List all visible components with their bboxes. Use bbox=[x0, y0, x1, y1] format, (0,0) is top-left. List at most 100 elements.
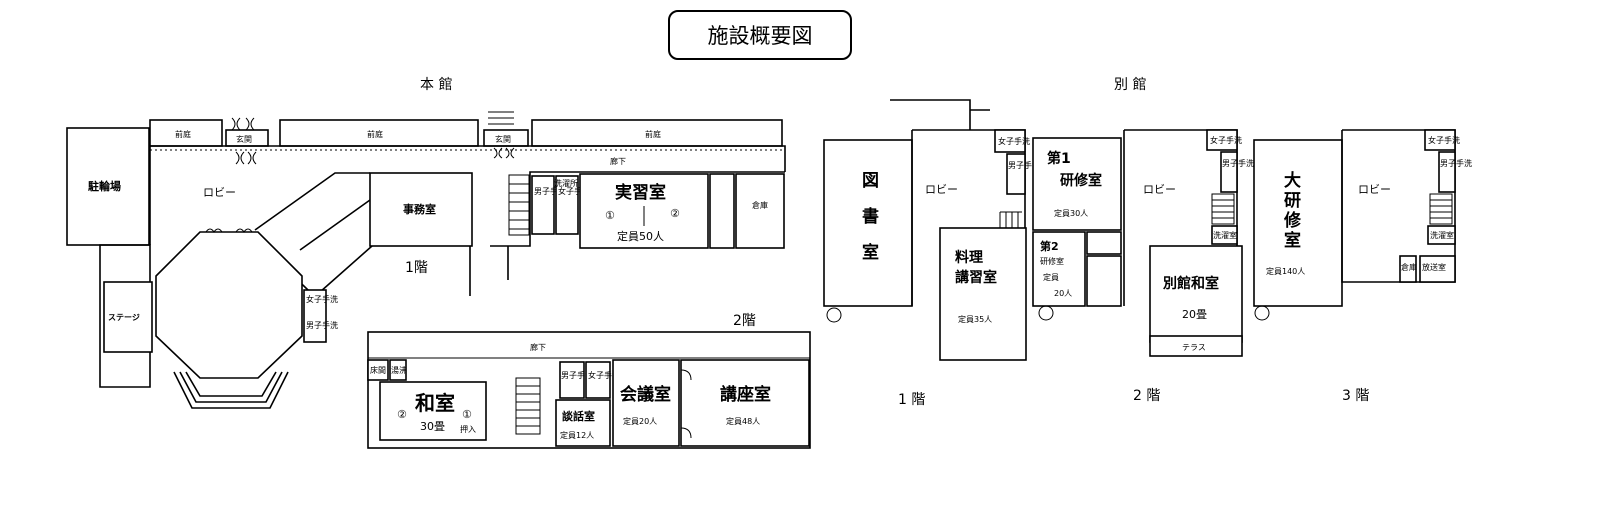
womens-wc-2f bbox=[585, 361, 611, 399]
washitsu-cap: 30畳 bbox=[420, 420, 445, 433]
annex-3f-storage bbox=[1399, 255, 1417, 283]
annex-1f-wc-m-label: 男子手洗 bbox=[1008, 160, 1040, 170]
corridor-1f-right bbox=[490, 171, 785, 247]
annex-washitsu-cap: 20畳 bbox=[1182, 308, 1207, 321]
washitsu-label: 和室 bbox=[415, 391, 455, 415]
danwa-room bbox=[555, 399, 611, 447]
jisshu-side bbox=[709, 173, 735, 249]
annex-2f-small-room-1 bbox=[1086, 231, 1122, 255]
stage bbox=[103, 281, 153, 353]
annex-2f-wc-f bbox=[1206, 129, 1238, 151]
cooking-label-1: 料理 bbox=[955, 249, 983, 266]
washitsu-2: ② bbox=[397, 408, 407, 421]
annex-3f-washing-label: 洗濯室 bbox=[1430, 230, 1454, 240]
daikenshu-ch3: 修 bbox=[1283, 210, 1302, 231]
stairs-1f bbox=[508, 174, 530, 236]
parking-room bbox=[66, 127, 150, 246]
annex-3f-washing bbox=[1427, 225, 1456, 245]
lobby-outline bbox=[149, 145, 786, 245]
parking-label: 駐輪場 bbox=[88, 179, 121, 193]
jisshu-label: 実習室 bbox=[615, 182, 666, 203]
entrance-left-label: 玄関 bbox=[236, 134, 252, 144]
storage-1f-label: 倉庫 bbox=[752, 200, 768, 210]
koza-cap: 定員48人 bbox=[726, 416, 760, 426]
entrance-right-label: 玄関 bbox=[495, 134, 511, 144]
wc-near-hall-f: 女子手洗 bbox=[306, 294, 338, 304]
daikenshu-ch2: 研 bbox=[1284, 191, 1301, 211]
washitsu-room bbox=[379, 381, 487, 441]
kaigi-label: 会議室 bbox=[620, 384, 671, 405]
library-ch3: 室 bbox=[862, 242, 879, 263]
kenshu1-label-2: 研修室 bbox=[1060, 172, 1102, 189]
annex-floor2-label: 2 階 bbox=[1133, 388, 1160, 404]
floor2-label: 2階 bbox=[733, 313, 756, 329]
stairs-annex-1f bbox=[999, 211, 1022, 228]
entrance-door-icon-right bbox=[488, 111, 515, 159]
stage-outer bbox=[99, 244, 151, 388]
daikenshu-cap: 定員140人 bbox=[1266, 266, 1305, 276]
title-box: 施設概要図 bbox=[668, 10, 852, 60]
office-label: 事務室 bbox=[403, 202, 436, 216]
annex-3f-wc-m bbox=[1438, 151, 1456, 193]
storage-1f bbox=[735, 173, 785, 249]
annex-2f-small-room-2 bbox=[1086, 255, 1122, 307]
annex-washitsu-label: 別館和室 bbox=[1162, 275, 1219, 292]
kenshu2-label-3: 定員 bbox=[1043, 272, 1059, 282]
wc-near-hall bbox=[303, 289, 327, 343]
annex-3f-hoso bbox=[1419, 255, 1456, 283]
annex-washitsu bbox=[1149, 245, 1243, 343]
stairs-annex-2f bbox=[1211, 193, 1235, 225]
front-yard-middle-label: 前庭 bbox=[367, 129, 383, 139]
terrace bbox=[1149, 335, 1243, 357]
jisshu-cap: 定員50人 bbox=[617, 229, 664, 243]
koza-label: 講座室 bbox=[720, 384, 771, 405]
annex-1f-wc-f-label: 女子手洗 bbox=[998, 136, 1030, 146]
mens-wc-1f bbox=[531, 175, 555, 235]
octagon-hall bbox=[155, 231, 303, 379]
corridor-2f-label: 廊下 bbox=[530, 342, 546, 352]
corridor-label: 廊下 bbox=[610, 156, 626, 166]
corridor-diagonal bbox=[247, 172, 373, 293]
hall-steps bbox=[173, 371, 289, 409]
hall-door-icon bbox=[205, 228, 253, 233]
spiral-stair-icon-2f bbox=[1038, 305, 1054, 321]
annex-2f-wc-f-label: 女子手洗 bbox=[1210, 135, 1242, 145]
annex-3f-wc-f-label: 女子手洗 bbox=[1428, 135, 1460, 145]
oshiire-label: 押入 bbox=[460, 424, 476, 434]
danwa-label: 談話室 bbox=[562, 409, 595, 423]
annex-3f-storage-label: 倉庫 bbox=[1401, 262, 1417, 272]
annex-1f-wc-f bbox=[994, 129, 1026, 153]
kenshu1-room bbox=[1032, 137, 1122, 231]
stage-label: ステージ bbox=[108, 313, 140, 322]
daikenshu-room bbox=[1253, 139, 1343, 307]
entrance-door-icon-left bbox=[231, 117, 257, 165]
cooking-cap: 定員35人 bbox=[958, 314, 992, 324]
kenshu1-cap: 定員30人 bbox=[1054, 208, 1088, 218]
koza-doors bbox=[680, 369, 692, 439]
front-yard-left-label: 前庭 bbox=[175, 129, 191, 139]
lobby-label: ロビー bbox=[203, 186, 236, 199]
annex-2f-washing bbox=[1211, 225, 1238, 245]
floor1-label: 1階 bbox=[405, 260, 428, 276]
annex-2f-wc-m bbox=[1220, 151, 1238, 193]
yuwakashi bbox=[389, 359, 407, 381]
annex-3f-hoso-label: 放送室 bbox=[1422, 262, 1446, 272]
womens-wc-1f-label: 女子手洗 bbox=[558, 186, 590, 196]
yuwakashi-label: 湯沸 bbox=[391, 365, 407, 375]
jisshu-2: ② bbox=[670, 207, 680, 220]
stairs-annex-3f bbox=[1429, 193, 1453, 225]
mens-wc-2f bbox=[559, 361, 585, 399]
office-room bbox=[369, 172, 473, 247]
cooking-label-2: 講習室 bbox=[955, 269, 997, 286]
womens-wc-1f bbox=[555, 175, 579, 235]
annex-2f-wc-m-label: 男子手洗 bbox=[1222, 158, 1254, 168]
wc-near-hall-m: 男子手洗 bbox=[306, 320, 338, 330]
womens-wc-2f-label: 女子手洗 bbox=[588, 370, 620, 380]
terrace-label: テラス bbox=[1182, 343, 1206, 352]
kenshu2-label-4: 20人 bbox=[1054, 289, 1072, 298]
page-title: 施設概要図 bbox=[707, 24, 813, 48]
kenshu1-label-1: 第1 bbox=[1047, 150, 1071, 167]
library-ch2: 書 bbox=[862, 206, 879, 227]
washing-1f-label: 洗濯所 bbox=[554, 178, 578, 188]
